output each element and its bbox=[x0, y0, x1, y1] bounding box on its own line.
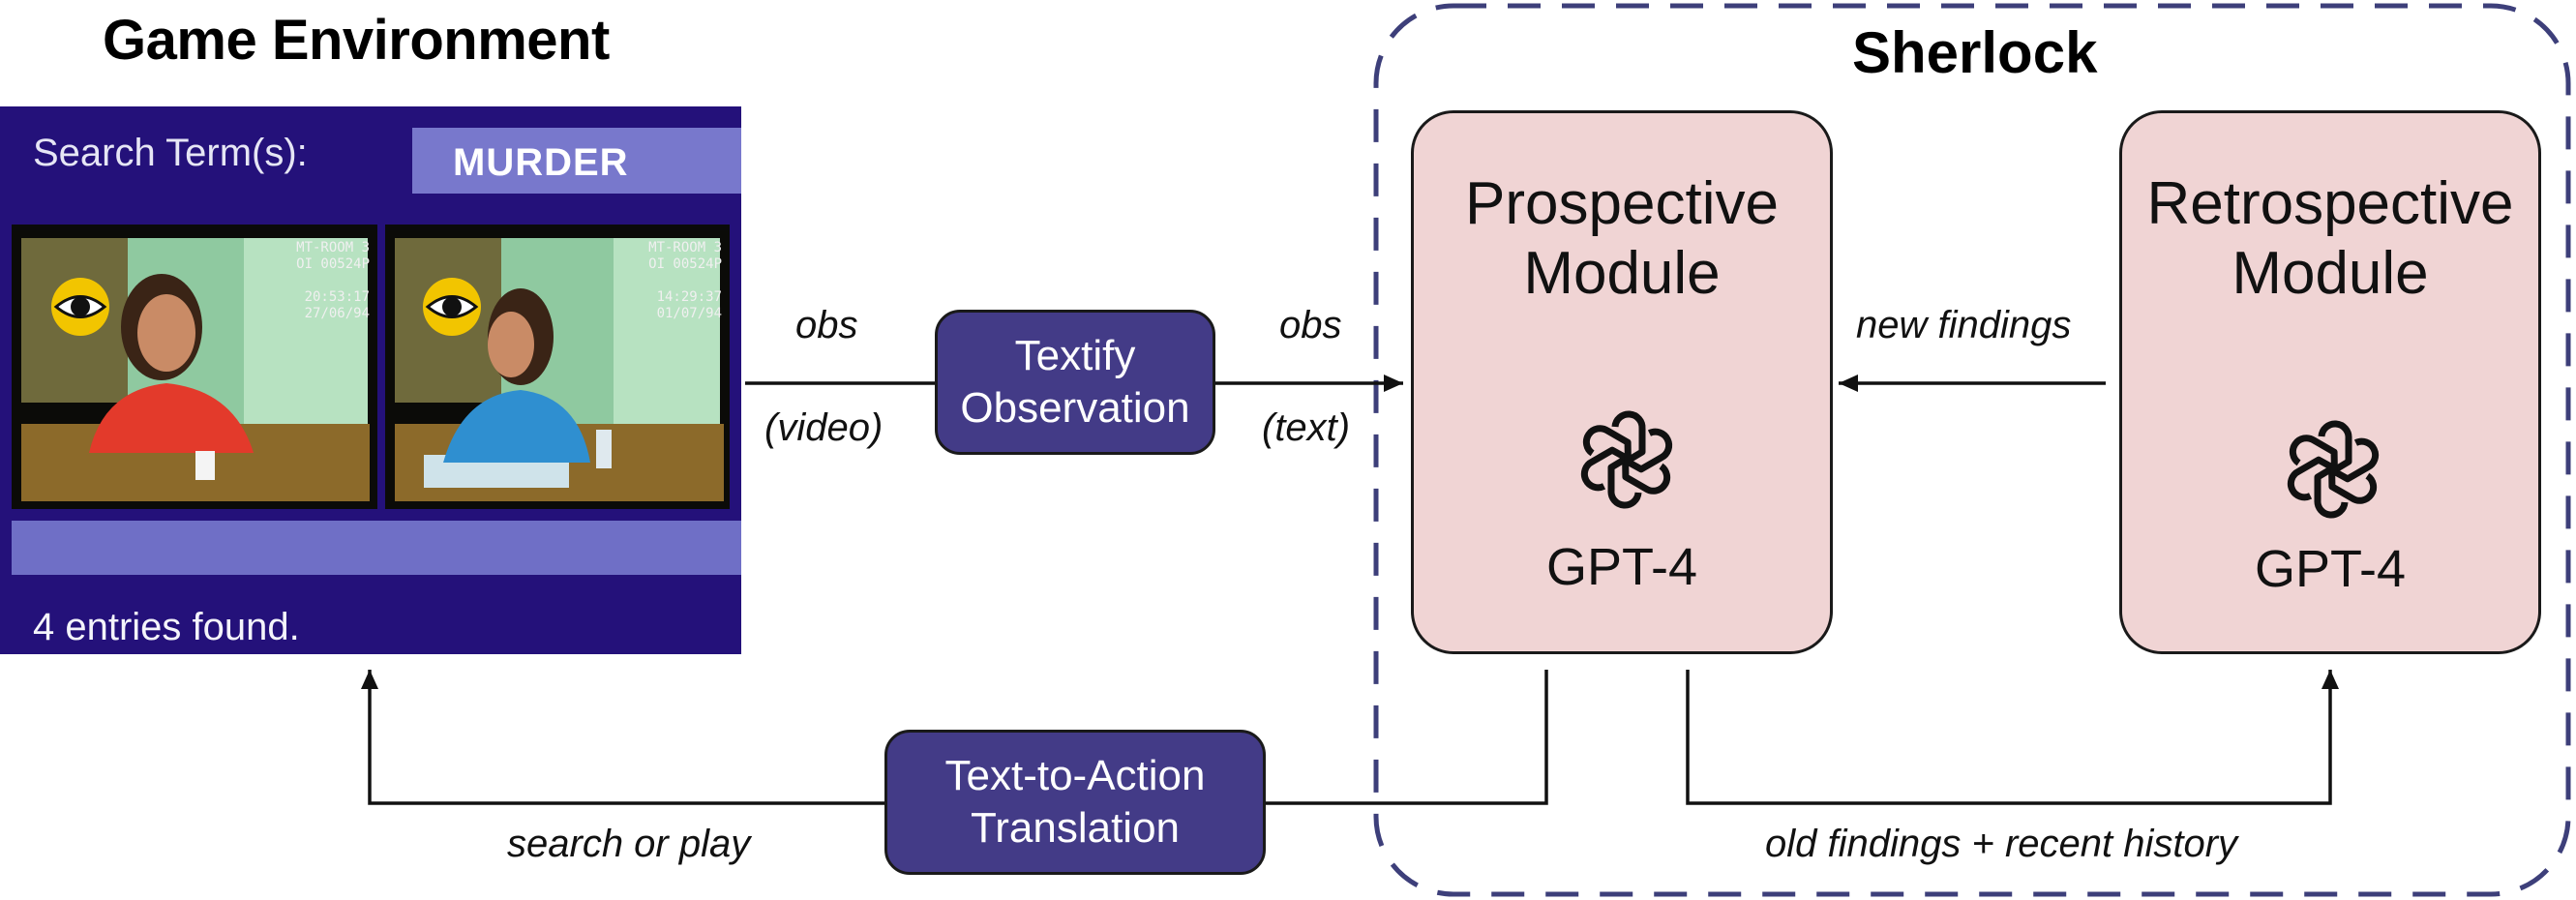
label-obs-in: obs bbox=[795, 304, 858, 346]
game-environment-title: Game Environment bbox=[103, 9, 610, 72]
eye-icon bbox=[422, 277, 482, 337]
clip1-id: OI 00524P bbox=[296, 256, 370, 272]
arrow-prospective-to-retrospective bbox=[1686, 670, 2339, 805]
text-to-action-line2: Translation bbox=[970, 804, 1181, 852]
search-label: Search Term(s): bbox=[33, 132, 308, 174]
label-new-findings: new findings bbox=[1856, 304, 2072, 346]
text-to-action-line1: Text-to-Action bbox=[944, 752, 1206, 799]
video-clip-1[interactable]: MT-ROOM 3 OI 00524P 20:53:17 27/06/94 bbox=[12, 225, 377, 509]
eye-icon bbox=[50, 277, 110, 337]
clip1-overlay: MT-ROOM 3 OI 00524P 20:53:17 27/06/94 bbox=[296, 240, 370, 322]
arrow-prospective-to-action bbox=[1266, 670, 1548, 805]
results-strip bbox=[12, 521, 741, 575]
label-search-or-play: search or play bbox=[507, 823, 751, 865]
retrospective-title-line1: Retrospective bbox=[2146, 170, 2514, 237]
clip2-id: OI 00524P bbox=[648, 256, 722, 272]
entries-found: 4 entries found. bbox=[33, 606, 300, 648]
retrospective-title-line2: Module bbox=[2232, 240, 2429, 307]
search-field[interactable] bbox=[412, 128, 741, 194]
label-obs-out: obs bbox=[1279, 304, 1342, 346]
clip1-room: MT-ROOM 3 bbox=[296, 240, 370, 255]
retrospective-module: Retrospective Module GPT-4 bbox=[2119, 110, 2541, 654]
clip2-overlay: MT-ROOM 3 OI 00524P 14:29:37 01/07/94 bbox=[648, 240, 722, 322]
label-video: (video) bbox=[764, 406, 884, 449]
textify-observation-box: Textify Observation bbox=[935, 310, 1215, 455]
prospective-model-label: GPT-4 bbox=[1545, 538, 1698, 596]
prospective-module: Prospective Module GPT-4 bbox=[1411, 110, 1833, 654]
clip1-date: 27/06/94 bbox=[304, 306, 370, 321]
arrow-action-to-game bbox=[361, 670, 884, 805]
clip2-room: MT-ROOM 3 bbox=[648, 240, 722, 255]
prospective-title-line2: Module bbox=[1523, 240, 1721, 307]
openai-logo-icon bbox=[2283, 419, 2383, 520]
textify-line1: Textify bbox=[1014, 332, 1136, 379]
video-clip-2[interactable]: MT-ROOM 3 OI 00524P 14:29:37 01/07/94 bbox=[385, 225, 730, 509]
prospective-title-line1: Prospective bbox=[1465, 170, 1779, 237]
text-to-action-box: Text-to-Action Translation bbox=[884, 730, 1266, 875]
label-text: (text) bbox=[1262, 406, 1351, 449]
search-value: MURDER bbox=[453, 141, 629, 184]
clip2-time: 14:29:37 bbox=[656, 289, 722, 305]
sherlock-title: Sherlock bbox=[1852, 20, 2098, 85]
label-old-findings: old findings + recent history bbox=[1765, 823, 2238, 865]
sherlock-container bbox=[1373, 3, 2571, 897]
openai-logo-icon bbox=[1576, 409, 1677, 510]
clip2-date: 01/07/94 bbox=[656, 306, 722, 321]
clip1-time: 20:53:17 bbox=[304, 289, 370, 305]
textify-line2: Observation bbox=[960, 384, 1190, 432]
game-screen: Search Term(s): MURDER MT-ROOM 3 OI 0052… bbox=[0, 106, 741, 654]
retrospective-model-label: GPT-4 bbox=[2254, 540, 2407, 598]
